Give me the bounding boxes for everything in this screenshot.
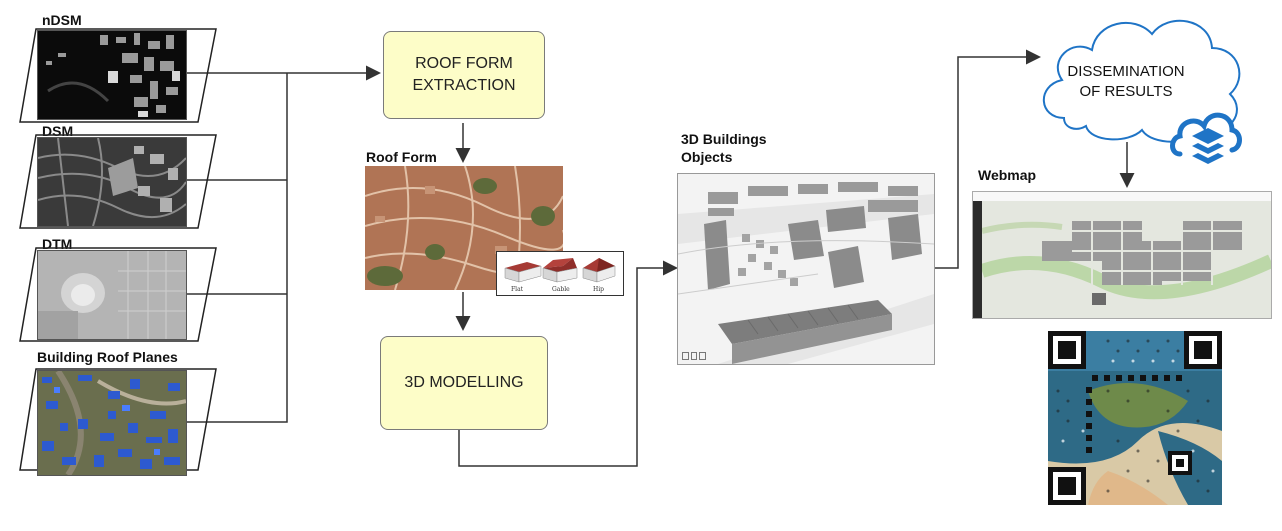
ndsm-raster xyxy=(37,30,187,120)
buildings-label: 3D Buildings Objects xyxy=(681,131,767,165)
roof-planes-parallelogram xyxy=(19,368,217,471)
ndsm-label: nDSM xyxy=(42,12,82,28)
roof-planes-raster xyxy=(37,370,187,476)
qr-finder-top-left xyxy=(1048,331,1086,369)
roof-types-card: Flat Gable Hip xyxy=(496,251,624,296)
dtm-raster xyxy=(37,250,187,340)
dsm-raster xyxy=(37,137,187,227)
home-icon[interactable] xyxy=(682,352,689,360)
cloud-shape xyxy=(1042,19,1241,143)
qr-finder-bottom-left xyxy=(1048,467,1086,505)
webmap-label: Webmap xyxy=(978,167,1037,183)
roofplanes-connector xyxy=(186,73,288,423)
ndsm-parallelogram xyxy=(19,28,217,123)
qr-code-image xyxy=(1048,331,1222,505)
qr-alignment xyxy=(1168,451,1192,475)
compass-icon[interactable] xyxy=(699,352,707,360)
dtm-parallelogram xyxy=(19,247,217,342)
webmap-view xyxy=(972,191,1272,319)
modelling-to-buildings-arrow xyxy=(458,260,678,467)
map-nav-controls[interactable] xyxy=(682,352,707,360)
roof-type-flat: Flat xyxy=(511,286,524,293)
roof-planes-label: Building Roof Planes xyxy=(37,349,178,365)
roof-form-label: Roof Form xyxy=(366,149,437,165)
roof-form-extraction-text: ROOF FORM EXTRACTION xyxy=(412,55,516,94)
stack-cloud-icon xyxy=(1170,112,1242,164)
roof-type-gable: Gable xyxy=(552,286,570,293)
buildings-to-dissemination-arrow xyxy=(934,49,1041,269)
dissemination-text: DISSEMINATION OF RESULTS xyxy=(1067,63,1185,100)
dsm-parallelogram xyxy=(19,134,217,229)
webmap-sidebar xyxy=(973,201,982,318)
buildings-3d-view xyxy=(677,173,935,365)
zoom-icon[interactable] xyxy=(690,352,698,360)
qr-finder-top-right xyxy=(1184,331,1222,369)
roof-type-hip: Hip xyxy=(593,286,604,293)
modelling-box: 3D MODELLING xyxy=(380,336,548,430)
roof-form-extraction-box: ROOF FORM EXTRACTION xyxy=(383,31,545,119)
modelling-text: 3D MODELLING xyxy=(404,374,524,391)
